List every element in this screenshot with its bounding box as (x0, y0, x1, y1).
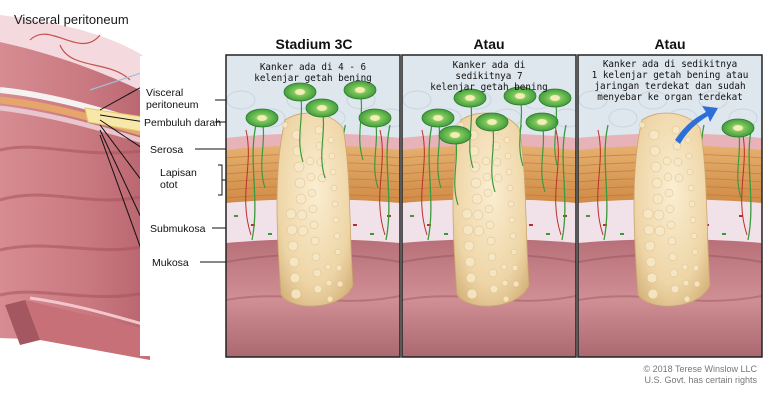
credit-line-2: U.S. Govt. has certain rights (644, 375, 757, 385)
tissue-panel-2 (401, 54, 577, 358)
colon-illustration (0, 15, 152, 360)
tissue-panel-1 (225, 54, 401, 358)
spread-arrow (675, 106, 718, 144)
panel-frame-2 (401, 54, 577, 358)
panel-frame-1 (225, 54, 401, 358)
label-blood-vessel: Pembuluh darah (144, 117, 222, 129)
label-serosa: Serosa (150, 144, 184, 156)
label-submucosa: Submukosa (150, 223, 206, 235)
tumor-3 (633, 112, 711, 307)
credit-line-1: © 2018 Terese Winslow LLC (643, 364, 757, 374)
tumor-1 (276, 112, 354, 307)
panel-frame-3 (577, 54, 763, 358)
panel-note-2: Kanker ada di sedikitnya 7 kelenjar geta… (430, 60, 548, 93)
label-muscle-layer: Lapisan otot (160, 167, 197, 191)
panel-heading-1: Stadium 3C (275, 36, 353, 52)
panel-note-3: Kanker ada di sedikitnya 1 kelenjar geta… (591, 59, 749, 103)
leader-lines (99, 84, 146, 261)
panel-heading-2: Atau (473, 36, 505, 52)
label-mucosa: Mukosa (152, 257, 189, 269)
panel-note-1: Kanker ada di 4 - 6 kelenjar getah benin… (254, 62, 372, 84)
panel-heading-3: Atau (654, 36, 686, 52)
label-visceral-peritoneum: Visceral peritoneum (146, 87, 199, 111)
figure-title: Visceral peritoneum (14, 12, 129, 27)
tissue-panel-3 (577, 54, 763, 358)
copyright-credit: © 2018 Terese Winslow LLC U.S. Govt. has… (643, 364, 757, 386)
tumor-2 (452, 112, 530, 307)
label-panel (140, 56, 225, 356)
